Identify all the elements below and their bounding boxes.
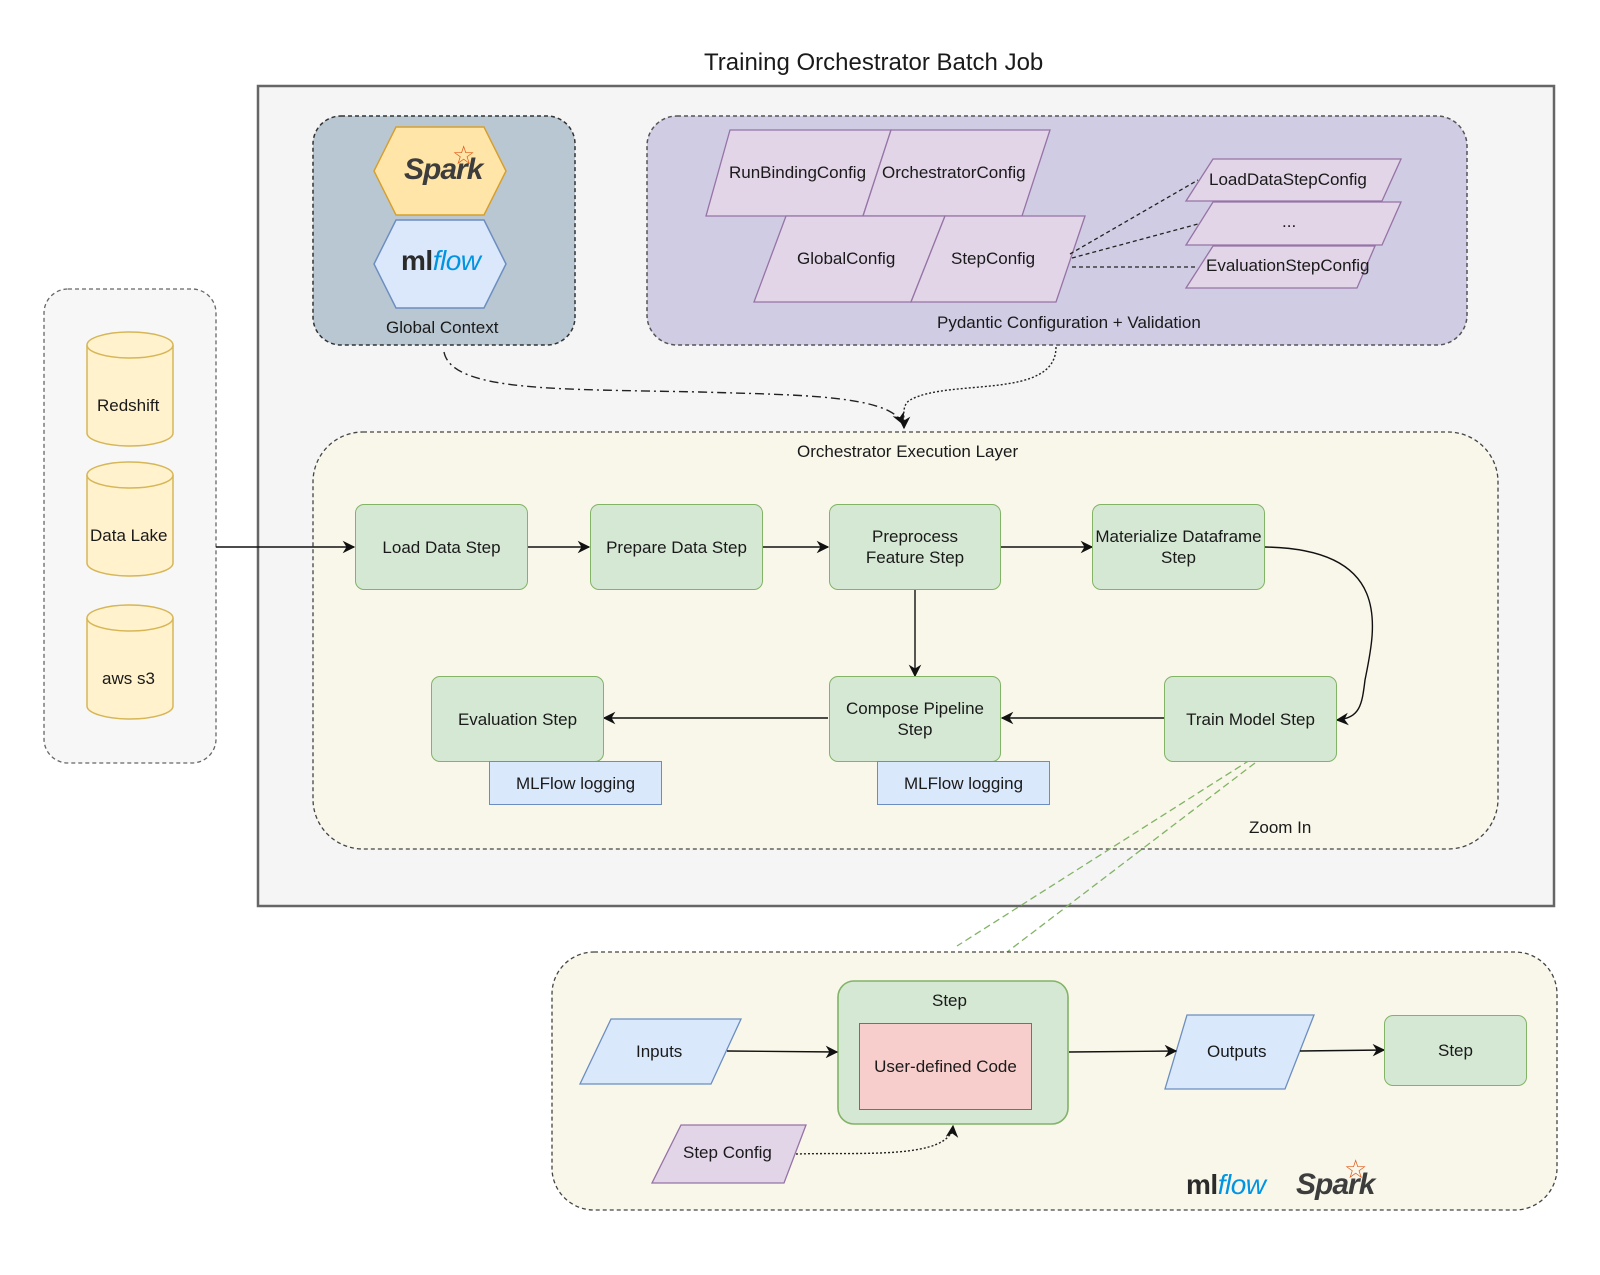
step-config-input-label: Step Config <box>683 1143 772 1162</box>
inputs-to-step-arrow <box>726 1045 839 1059</box>
spark-logo: Spark ☆ <box>392 140 492 191</box>
zoom-spark-star-icon: ☆ <box>1344 1154 1368 1184</box>
step-config-to-step-link <box>795 1124 959 1155</box>
compose-pipeline-step[interactable]: Compose Pipeline Step <box>829 676 1001 762</box>
zoom-spark-logo-text: Spark <box>1296 1168 1375 1201</box>
step-config-link-ellipsis <box>1071 223 1199 259</box>
step-to-outputs-arrow <box>1068 1044 1178 1058</box>
compose-mlflow-logging[interactable]: MLFlow logging <box>877 761 1050 805</box>
global-context-to-execution-link <box>443 351 905 426</box>
user-defined-code-box[interactable]: User-defined Code <box>859 1023 1032 1110</box>
pydantic-to-execution-link <box>897 346 1057 430</box>
mlflow-logo: mlflow <box>398 243 498 283</box>
load-data-step-config-label: LoadDataStepConfig <box>1209 170 1367 189</box>
pydantic-label: Pydantic Configuration + Validation <box>937 313 1201 332</box>
aws-s3-cylinder <box>86 604 174 720</box>
orchestrator-config-label: OrchestratorConfig <box>882 163 1026 182</box>
evaluation-step-config-label: EvaluationStepConfig <box>1206 256 1370 275</box>
next-step-box[interactable]: Step <box>1384 1015 1527 1086</box>
step-config-link-load <box>1069 179 1199 255</box>
zoom-spark-logo: Spark ☆ <box>1296 1154 1406 1212</box>
preprocess-feature-step[interactable]: Preprocess Feature Step <box>829 504 1001 590</box>
load-data-step[interactable]: Load Data Step <box>355 504 528 590</box>
prepare-data-step[interactable]: Prepare Data Step <box>590 504 763 590</box>
execution-layer-label: Orchestrator Execution Layer <box>797 442 1019 461</box>
data-lake-label: Data Lake <box>90 526 168 545</box>
train-model-step[interactable]: Train Model Step <box>1164 676 1337 762</box>
evaluation-mlflow-logging[interactable]: MLFlow logging <box>489 761 662 805</box>
data-lake-cylinder <box>86 461 174 577</box>
zoom-mlflow-logo-text: mlflow <box>1186 1169 1266 1200</box>
zoom-mlflow-logo: mlflow <box>1186 1169 1286 1209</box>
redshift-cylinder <box>86 331 174 447</box>
global-context-label: Global Context <box>386 318 499 337</box>
diagram-title: Training Orchestrator Batch Job <box>704 49 1044 76</box>
zoom-in-label: Zoom In <box>1249 818 1312 837</box>
inputs-label: Inputs <box>636 1042 683 1061</box>
outputs-to-next-step-arrow <box>1299 1043 1386 1057</box>
evaluation-step[interactable]: Evaluation Step <box>431 676 604 762</box>
spark-star-icon: ☆ <box>452 140 476 170</box>
mlflow-logo-text: mlflow <box>401 245 481 276</box>
materialize-dataframe-step[interactable]: Materialize Dataframe Step <box>1092 504 1265 590</box>
zoom-step-label: Step <box>932 991 967 1010</box>
redshift-label: Redshift <box>97 396 160 415</box>
outputs-label: Outputs <box>1207 1042 1267 1061</box>
global-config-label: GlobalConfig <box>797 249 896 268</box>
run-binding-config-label: RunBindingConfig <box>729 163 867 182</box>
ellipsis-config-label: ... <box>1282 212 1297 231</box>
spark-logo-text: Spark <box>404 153 483 186</box>
aws-s3-label: aws s3 <box>102 669 155 688</box>
pydantic-group <box>646 115 1468 346</box>
step-config-label: StepConfig <box>951 249 1036 268</box>
